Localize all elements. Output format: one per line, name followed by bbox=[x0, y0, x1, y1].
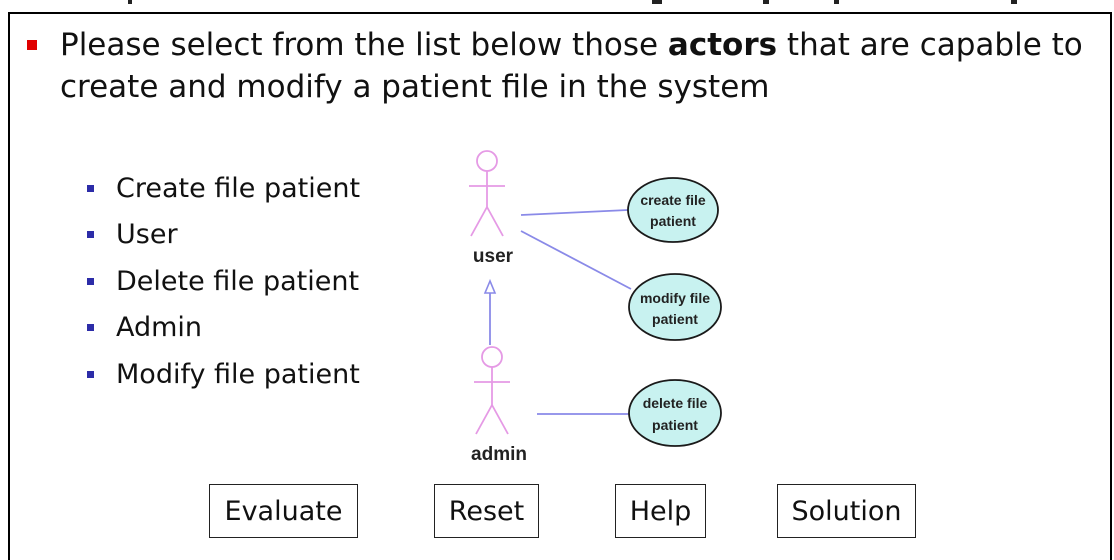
admin-actor-icon bbox=[474, 346, 510, 435]
option-modify-file-patient[interactable]: Modify file patient bbox=[80, 351, 360, 398]
association-user-modify bbox=[520, 230, 632, 290]
option-user[interactable]: User bbox=[80, 212, 360, 259]
option-bullet bbox=[87, 231, 94, 239]
option-create-file-patient[interactable]: Create file patient bbox=[80, 165, 360, 212]
option-bullet bbox=[87, 324, 94, 332]
use-case-create-line2: patient bbox=[650, 213, 696, 229]
question-text-after: that are capable to create and modify a … bbox=[60, 27, 1083, 105]
use-case-modify-line1: modify file bbox=[640, 290, 710, 306]
admin-actor-label: admin bbox=[471, 444, 527, 465]
option-label: Admin bbox=[116, 312, 203, 344]
option-label: Delete file patient bbox=[116, 265, 360, 297]
use-case-delete-file-patient: delete file patient bbox=[628, 379, 722, 447]
option-admin[interactable]: Admin bbox=[80, 305, 360, 352]
use-case-create-file-patient: create file patient bbox=[627, 177, 719, 243]
help-button[interactable]: Help bbox=[615, 484, 706, 538]
action-buttons: Evaluate Reset Help Solution bbox=[0, 484, 1114, 540]
association-user-create bbox=[520, 209, 629, 216]
use-case-modify-line2: patient bbox=[652, 311, 698, 327]
user-actor-icon bbox=[469, 150, 505, 237]
option-label: Create file patient bbox=[116, 172, 361, 204]
generalization-arrowhead bbox=[483, 278, 497, 294]
option-bullet bbox=[87, 184, 94, 192]
solution-button[interactable]: Solution bbox=[777, 484, 916, 538]
option-label: User bbox=[116, 219, 178, 251]
question-text-before: Please select from the list below those bbox=[60, 27, 668, 63]
use-case-delete-line2: patient bbox=[652, 417, 698, 433]
evaluate-button[interactable]: Evaluate bbox=[209, 484, 358, 538]
cropped-heading-remnant bbox=[0, 0, 1114, 12]
question-bullet bbox=[27, 40, 37, 50]
answer-options-list: Create file patient User Delete file pat… bbox=[80, 165, 360, 398]
option-delete-file-patient[interactable]: Delete file patient bbox=[80, 258, 360, 305]
option-label: Modify file patient bbox=[116, 358, 360, 390]
reset-button[interactable]: Reset bbox=[434, 484, 539, 538]
option-bullet bbox=[87, 370, 94, 378]
question-emphasis: actors bbox=[667, 27, 778, 63]
option-bullet bbox=[87, 277, 94, 285]
question-frame bbox=[8, 12, 1112, 560]
use-case-create-line1: create file bbox=[640, 192, 706, 208]
use-case-delete-line1: delete file bbox=[643, 395, 708, 411]
use-case-modify-file-patient: modify file patient bbox=[628, 273, 722, 341]
question-text: Please select from the list below those … bbox=[60, 24, 1100, 108]
user-actor-label: user bbox=[473, 246, 514, 267]
